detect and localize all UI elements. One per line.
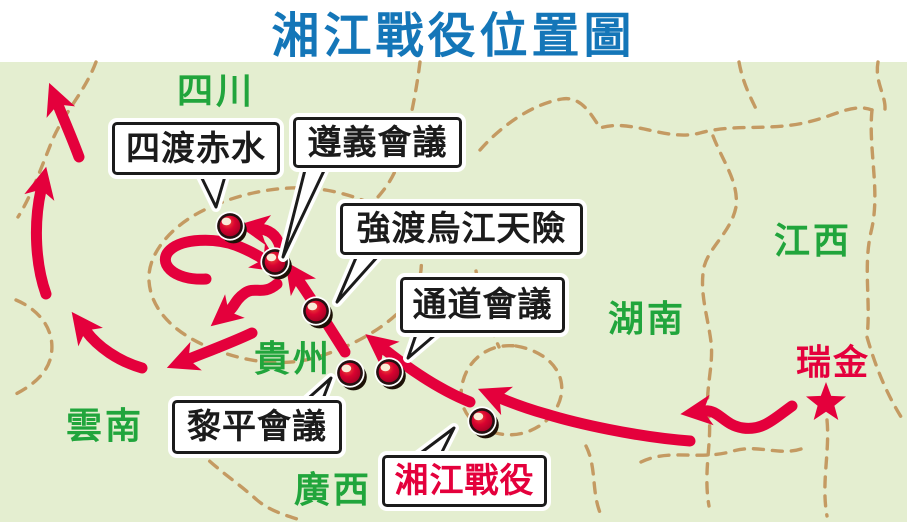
callout-tongdao-huiyi: 通道會議: [400, 277, 565, 333]
event-markers: [215, 211, 499, 439]
callout-sidu-chishui: 四渡赤水: [112, 122, 280, 175]
callout-zunyi-huiyi: 遵義會議: [293, 117, 462, 168]
route-west-arc: [166, 327, 258, 371]
page-title: 湘江戰役位置圖: [271, 10, 636, 63]
province-label-guangxi: 廣西: [293, 469, 373, 510]
province-label-jiangxi: 江西: [773, 220, 853, 261]
callout-xiangjiang-battle: 湘江戰役: [382, 455, 547, 507]
route-north-2: [24, 166, 55, 300]
event-marker-icon: [301, 296, 333, 329]
province-label-guizhou: 貴州: [253, 338, 333, 379]
event-marker-icon: [215, 211, 247, 244]
route-to-xiangjiang: [477, 386, 696, 447]
city-label-ruijin: 瑞金: [795, 343, 871, 383]
route-wave-southwest: [210, 278, 283, 327]
route-loop-into-zunyi: [159, 234, 283, 285]
province-label-hunan: 湖南: [607, 298, 687, 339]
callout-liping-huiyi: 黎平會議: [172, 400, 342, 454]
province-label-yunnan: 雲南: [65, 405, 145, 446]
event-marker-icon: [374, 357, 406, 390]
ruijin-star-icon: [806, 382, 846, 420]
route-north-3: [46, 82, 85, 163]
event-marker-icon: [335, 358, 367, 391]
long-march-route-arrows: [24, 82, 798, 447]
event-marker-icon: [467, 406, 499, 439]
province-label-sichuan: 四川: [176, 70, 256, 111]
route-to-tongdao: [365, 334, 476, 408]
callout-wujiang-crossing: 強渡烏江天險: [340, 203, 583, 255]
route-from-ruijin: [680, 394, 798, 434]
route-north-1: [71, 311, 148, 374]
